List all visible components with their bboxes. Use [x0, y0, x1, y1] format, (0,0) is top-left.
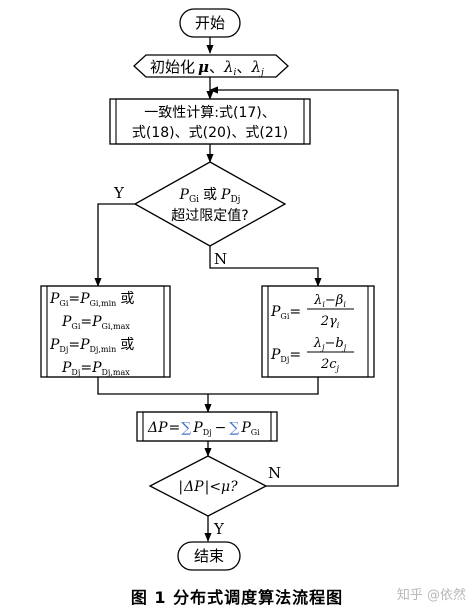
svg-text:PDj=PDj,max: PDj=PDj,max — [61, 360, 130, 377]
limits-dmin-sub: Dj,min — [89, 345, 116, 354]
arrow-decision2-no-loop — [209, 86, 399, 487]
limits-dmax-sub: Dj,max — [101, 368, 130, 377]
svg-text:2γi: 2γi — [320, 314, 340, 330]
decision2-no-label: N — [268, 464, 281, 482]
decision2-cond: <μ? — [209, 479, 238, 495]
connectors — [94, 37, 399, 542]
num1: λ — [313, 293, 322, 308]
sum-gi: ∑ — [229, 420, 239, 436]
svg-text:ΔP=∑PDj−∑PGi: ΔP=∑PDj−∑PGi — [147, 420, 260, 437]
num2b: −b — [325, 336, 344, 351]
sum-dj: ∑ — [181, 420, 191, 436]
svg-text:λj−bj: λj−bj — [313, 336, 347, 352]
decision2-yes-label: Y — [213, 520, 225, 538]
limits-max-sub: Gi,max — [102, 322, 131, 331]
decision1-line2: 超过限定值? — [171, 208, 248, 224]
num1b: −β — [325, 293, 343, 308]
update-gi-sub: Gi — [280, 312, 289, 321]
decision1-no-label: N — [214, 250, 227, 268]
init-mu: μ — [198, 58, 209, 76]
delta-p: ΔP — [147, 420, 168, 436]
init-sub-j: j — [259, 68, 264, 78]
svg-text:|ΔP|<μ?: |ΔP|<μ? — [178, 479, 238, 495]
svg-text:2cj: 2cj — [320, 357, 340, 373]
limits-or-1: 或 — [120, 291, 134, 307]
delta-node: ΔP=∑PDj−∑PGi — [136, 411, 278, 442]
svg-text:λi−βi: λi−βi — [313, 293, 346, 309]
num2: λ — [313, 336, 322, 351]
merge-right — [208, 377, 319, 395]
init-prefix: 初始化 — [150, 58, 195, 76]
den2: 2c — [320, 357, 337, 372]
consensus-node: 一致性计算:式(17)、 式(18)、式(20)、式(21) — [109, 98, 311, 145]
start-terminal: 开始 — [179, 8, 241, 38]
arrow-decision1-no — [209, 246, 322, 287]
svg-text:PGi=: PGi= — [270, 304, 301, 321]
arrow-decision1-yes — [94, 203, 135, 287]
update-dj-sub: Dj — [280, 355, 289, 364]
figure-caption: 图 1 分布式调度算法流程图 — [130, 588, 344, 607]
update-node: PGi= λi−βi 2γi PDj= λj−bj 2cj — [261, 285, 375, 378]
init-lambda-i: λ — [223, 58, 234, 76]
limits-min-sub: Gi,min — [90, 299, 117, 308]
end-label: 结束 — [194, 547, 224, 565]
decision2-node: |ΔP|<μ? — [148, 455, 268, 517]
decision1-or: 或 — [203, 187, 217, 203]
limits-or-2: 或 — [120, 337, 134, 353]
watermark: 知乎 @依然 — [396, 588, 466, 603]
svg-text:PDj=: PDj= — [270, 347, 301, 364]
consensus-line1: 一致性计算:式(17)、 — [144, 105, 275, 121]
end-terminal: 结束 — [177, 541, 241, 571]
start-label: 开始 — [195, 14, 225, 32]
svg-text:PGi=PGi,max: PGi=PGi,max — [61, 314, 130, 331]
den1: 2γ — [320, 314, 337, 329]
merge-left — [97, 377, 208, 395]
init-sub-i: i — [234, 68, 237, 78]
decision1-yes-label: Y — [113, 184, 125, 202]
init-lambda-j: λ — [250, 58, 261, 76]
consensus-line2: 式(18)、式(20)、式(21) — [132, 125, 288, 141]
